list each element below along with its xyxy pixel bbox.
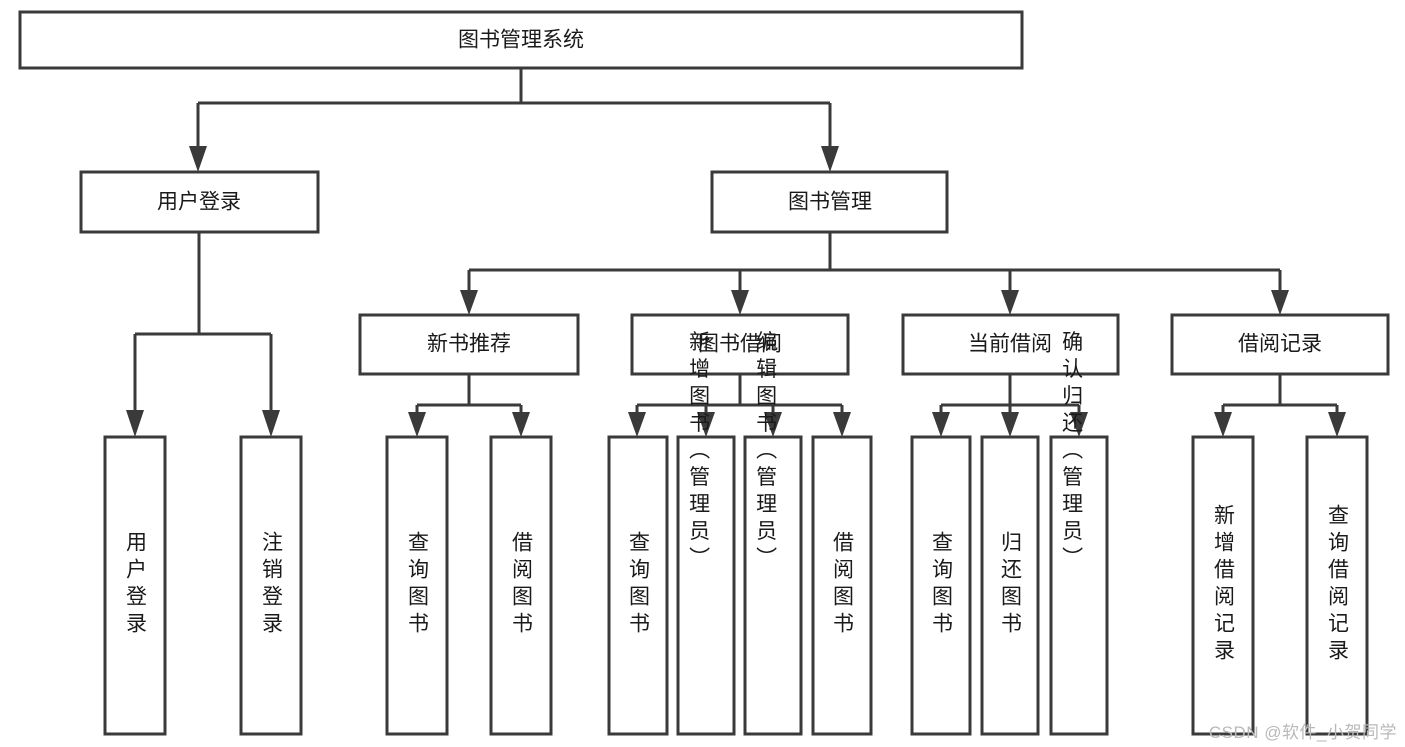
node-borrow-record-label: 借阅记录 xyxy=(1238,333,1322,356)
node-leaf-return-book[interactable]: 归还图书 xyxy=(980,435,1040,736)
node-leaf-add-book[interactable]: 新增图书（管理员） xyxy=(676,331,736,736)
node-leaf-query-book-3[interactable]: 查询图书 xyxy=(910,435,972,736)
node-book-management-box[interactable] xyxy=(710,170,949,234)
arrow-head-book-borrow xyxy=(731,290,749,315)
arrow-head-borrow-record xyxy=(1271,290,1289,315)
node-user-login-box[interactable] xyxy=(79,170,320,234)
node-leaf-query-book-2[interactable]: 查询图书 xyxy=(607,435,669,736)
node-leaf-edit-book-label: 编辑图书（管理员） xyxy=(754,331,778,574)
node-leaf-add-book-box[interactable] xyxy=(676,435,736,736)
arrow-head-leaf-add-book xyxy=(697,412,715,437)
arrow-head-user-login xyxy=(189,146,207,172)
arrow-head-leaf-return-book xyxy=(1001,412,1019,437)
node-current-borrow[interactable]: 当前借阅 xyxy=(901,313,1120,376)
node-new-book-recommend-box[interactable] xyxy=(358,313,580,376)
node-leaf-query-book-3-box[interactable] xyxy=(910,435,972,736)
csdn-watermark: CSDN @软件_小贺同学 xyxy=(1208,723,1397,742)
node-new-book-recommend-label: 新书推荐 xyxy=(427,333,511,356)
node-leaf-borrow-book-2[interactable]: 借阅图书 xyxy=(811,435,873,736)
node-leaf-logout-login-label: 注销登录 xyxy=(260,531,284,639)
node-leaf-return-book-box[interactable] xyxy=(980,435,1040,736)
node-current-borrow-box[interactable] xyxy=(901,313,1120,376)
arrow-head-new-book xyxy=(460,290,478,315)
arrow-head-book-management xyxy=(821,146,839,172)
node-borrow-record[interactable]: 借阅记录 xyxy=(1170,313,1390,376)
node-leaf-query-book-2-label: 查询图书 xyxy=(627,531,651,639)
arrow-head-leaf-user-login xyxy=(126,410,144,437)
node-book-borrow-box[interactable] xyxy=(630,313,850,376)
node-leaf-borrow-book-2-box[interactable] xyxy=(811,435,873,736)
node-leaf-logout-login-box[interactable] xyxy=(239,435,303,736)
node-leaf-edit-book[interactable]: 编辑图书（管理员） xyxy=(743,331,803,736)
node-borrow-record-box[interactable] xyxy=(1170,313,1390,376)
node-new-book-recommend[interactable]: 新书推荐 xyxy=(358,313,580,376)
arrow-head-leaf-confirm-return xyxy=(1070,412,1088,437)
node-leaf-add-record-label: 新增借阅记录 xyxy=(1212,504,1236,666)
arrow-head-current-borrow xyxy=(1001,290,1019,315)
node-leaf-borrow-book-1[interactable]: 借阅图书 xyxy=(489,435,553,736)
node-current-borrow-label: 当前借阅 xyxy=(968,333,1052,356)
node-leaf-add-record[interactable]: 新增借阅记录 xyxy=(1191,435,1255,736)
node-leaf-query-book-2-box[interactable] xyxy=(607,435,669,736)
node-leaf-query-record-label: 查询借阅记录 xyxy=(1326,504,1350,666)
node-leaf-borrow-book-2-label: 借阅图书 xyxy=(831,531,855,639)
node-leaf-return-book-label: 归还图书 xyxy=(999,531,1023,639)
arrow-head-leaf-logout xyxy=(262,410,280,437)
arrow-head-leaf-edit-book xyxy=(764,412,782,437)
arrow-head-leaf-add-record xyxy=(1214,412,1232,437)
arrow-head-leaf-query-book-1 xyxy=(408,412,426,437)
node-leaf-confirm-return-label: 确认归还（管理员） xyxy=(1060,331,1084,574)
node-leaf-add-record-box[interactable] xyxy=(1191,435,1255,736)
arrow-head-leaf-query-record xyxy=(1328,412,1346,437)
arrow-head-leaf-borrow-book-1 xyxy=(512,412,530,437)
node-leaf-query-record-box[interactable] xyxy=(1305,435,1369,736)
arrow-head-leaf-query-book-2 xyxy=(628,412,646,437)
node-leaf-confirm-return[interactable]: 确认归还（管理员） xyxy=(1049,331,1109,736)
arrow-head-leaf-borrow-book-2 xyxy=(833,412,851,437)
node-leaf-user-login-label: 用户登录 xyxy=(124,531,148,639)
arrow-head-leaf-query-book-3 xyxy=(932,412,950,437)
node-book-management[interactable]: 图书管理 xyxy=(710,170,949,234)
node-leaf-borrow-book-1-label: 借阅图书 xyxy=(510,531,534,639)
node-leaf-edit-book-box[interactable] xyxy=(743,435,803,736)
node-leaf-query-book-1[interactable]: 查询图书 xyxy=(385,435,449,736)
connector-layer xyxy=(126,68,1346,437)
node-root-label: 图书管理系统 xyxy=(458,29,584,52)
node-leaf-query-record[interactable]: 查询借阅记录 xyxy=(1305,435,1369,736)
node-leaf-query-book-1-box[interactable] xyxy=(385,435,449,736)
node-book-borrow-label: 图书借阅 xyxy=(698,333,782,356)
node-leaf-borrow-book-1-box[interactable] xyxy=(489,435,553,736)
node-user-login[interactable]: 用户登录 xyxy=(79,170,320,234)
node-root-box[interactable] xyxy=(18,10,1024,70)
node-book-management-label: 图书管理 xyxy=(788,191,872,214)
node-leaf-query-book-3-label: 查询图书 xyxy=(930,531,954,639)
node-book-borrow[interactable]: 图书借阅 xyxy=(630,313,850,376)
node-leaf-logout-login[interactable]: 注销登录 xyxy=(239,435,303,736)
node-leaf-query-book-1-label: 查询图书 xyxy=(406,531,430,639)
node-leaf-add-book-label: 新增图书（管理员） xyxy=(687,331,711,574)
node-leaf-user-login[interactable]: 用户登录 xyxy=(103,435,167,736)
node-leaf-confirm-return-box[interactable] xyxy=(1049,435,1109,736)
node-user-login-label: 用户登录 xyxy=(157,191,241,214)
node-leaf-user-login-box[interactable] xyxy=(103,435,167,736)
node-root[interactable]: 图书管理系统 xyxy=(18,10,1024,70)
